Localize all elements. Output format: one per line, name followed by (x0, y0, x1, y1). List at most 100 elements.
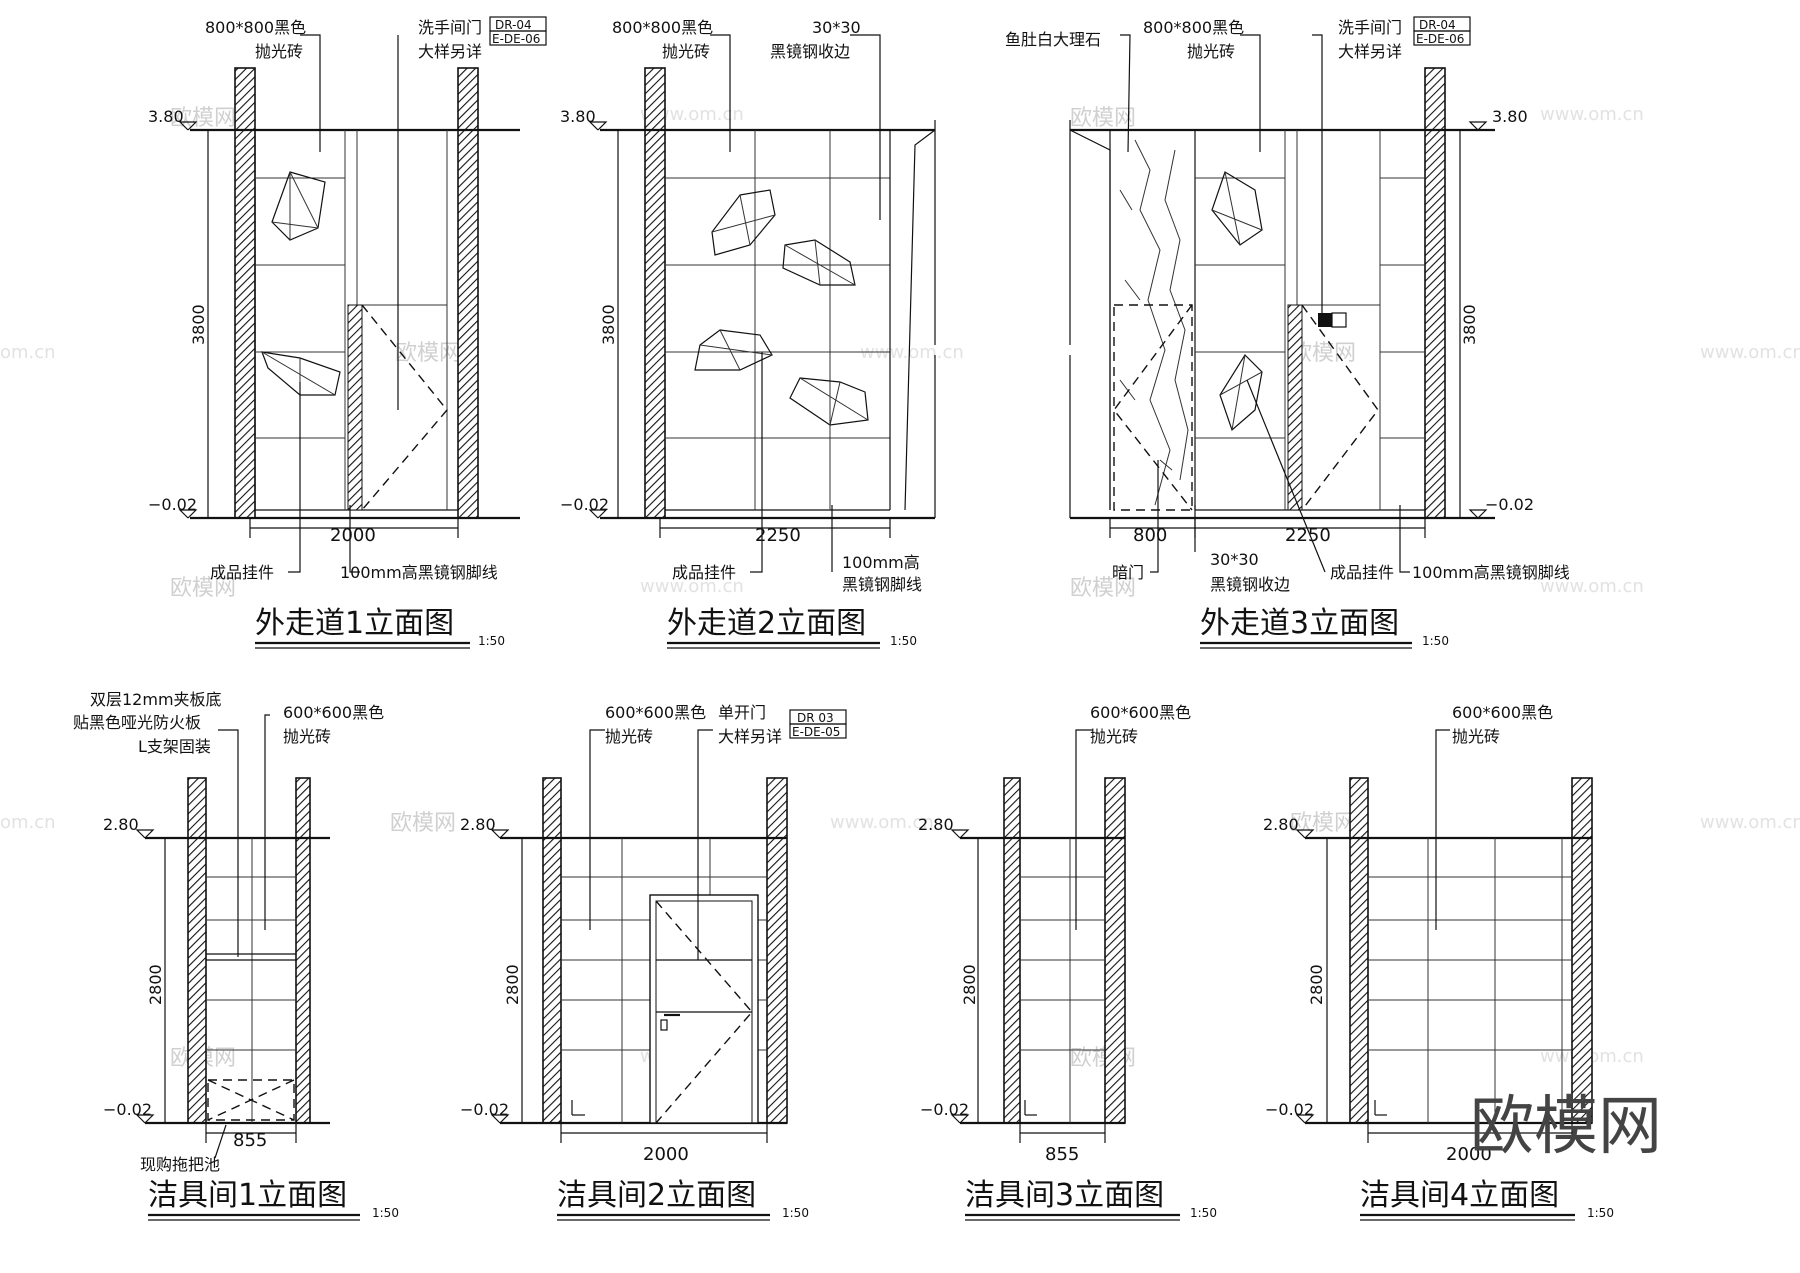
label-marble: 鱼肚白大理石 (1005, 30, 1101, 49)
level-floor: −0.02 (1265, 1100, 1314, 1119)
label-pendant: 成品挂件 (210, 563, 274, 582)
brand-logo: 欧模网 (1470, 1090, 1662, 1164)
detail-tag-text: DR-04 (495, 18, 532, 32)
drawing-scale: 1:50 (1190, 1206, 1217, 1220)
watermark-url: www.om.cn (640, 576, 744, 597)
watermark-brand: 欧模网 (1070, 106, 1136, 131)
label-tile: 800*800黑色 (205, 18, 306, 37)
label-tile: 抛光砖 (1187, 42, 1235, 61)
watermark-url: www.om.cn (640, 104, 744, 125)
wall-section (1003, 777, 1021, 1124)
label-door: 大样另详 (418, 42, 482, 61)
dim-height: 3800 (599, 304, 618, 345)
level-top: 2.80 (103, 815, 139, 834)
watermark-url: www.om.cn (830, 812, 934, 833)
elevation-corridor-1 (178, 34, 520, 573)
label-tile: 抛光砖 (1090, 727, 1138, 746)
elevation-janitor-2 (490, 729, 788, 1143)
drawing-scale: 1:50 (478, 634, 505, 648)
drawing-scale: 1:50 (372, 1206, 399, 1220)
drawing-title: 洁具间4立面图 (1360, 1178, 1559, 1213)
label-hidden-door: 暗门 (1112, 563, 1144, 582)
watermark-url: www.om.cn (1540, 576, 1644, 597)
watermark-brand: 欧模网 (1070, 576, 1136, 601)
label-skirting: 100mm高黑镜钢脚线 (340, 563, 498, 582)
label-tile: 抛光砖 (662, 42, 710, 61)
label-tile: 800*800黑色 (612, 18, 713, 37)
label-tile: 抛光砖 (1452, 727, 1500, 746)
watermark-brand: 欧模网 (395, 341, 461, 366)
wall-section (234, 67, 256, 519)
level-floor: −0.02 (560, 495, 609, 514)
watermark-url: www.om.cn (1540, 104, 1644, 125)
label-skirting: 100mm高 (842, 553, 920, 572)
dim-width: 2000 (643, 1144, 689, 1165)
label-steel: 黑镜钢收边 (1210, 575, 1290, 594)
wall-section (295, 777, 311, 1124)
label-mop-sink: 现购拖把池 (140, 1155, 220, 1174)
drawing-title: 外走道3立面图 (1200, 606, 1399, 641)
label-board: 贴黑色哑光防火板 (73, 713, 201, 732)
wall-section (644, 67, 666, 519)
level-floor: −0.02 (148, 495, 197, 514)
dim-width: 2250 (1285, 525, 1331, 546)
level-top: 3.80 (1492, 107, 1528, 126)
drawing-title: 洁具间2立面图 (557, 1178, 756, 1213)
level-floor: −0.02 (103, 1100, 152, 1119)
wall-section (457, 67, 479, 519)
label-tile: 600*600黑色 (283, 703, 384, 722)
label-door: 大样另详 (1338, 42, 1402, 61)
dim-width: 800 (1133, 525, 1167, 546)
dim-height: 2800 (146, 964, 165, 1005)
level-top: 2.80 (1263, 815, 1299, 834)
label-tile: 抛光砖 (283, 727, 331, 746)
label-steel: 30*30 (1210, 550, 1259, 569)
label-tile: 600*600黑色 (1452, 703, 1553, 722)
level-top: 2.80 (460, 815, 496, 834)
level-floor: −0.02 (1485, 495, 1534, 514)
level-floor: −0.02 (920, 1100, 969, 1119)
wall-section (1349, 777, 1369, 1124)
dim-height: 3800 (1460, 304, 1479, 345)
wall-section (542, 777, 562, 1124)
watermark-url: www.om.cn (1700, 812, 1800, 833)
detail-tag-text: E-DE-06 (492, 32, 540, 46)
label-steel: 黑镜钢收边 (770, 42, 850, 61)
watermark-url: www.om.cn (1700, 342, 1800, 363)
dim-width: 2250 (755, 525, 801, 546)
label-tile: 抛光砖 (255, 42, 303, 61)
wall-section (187, 777, 207, 1124)
elevation-janitor-4 (1295, 729, 1593, 1143)
drawing-title: 外走道2立面图 (667, 606, 866, 641)
drawing-scale: 1:50 (782, 1206, 809, 1220)
watermark-brand: 欧模网 (390, 811, 456, 836)
label-door: 洗手间门 (1338, 18, 1402, 37)
watermark-brand: 欧模网 (170, 576, 236, 601)
dim-width: 855 (1045, 1144, 1079, 1165)
label-skirting: 黑镜钢脚线 (842, 575, 922, 594)
label-door: 洗手间门 (418, 18, 482, 37)
detail-tag-text: DR-04 (1419, 18, 1456, 32)
level-floor: −0.02 (460, 1100, 509, 1119)
label-tile: 抛光砖 (605, 727, 653, 746)
label-single-door: 单开门 (718, 703, 766, 722)
dim-height: 2800 (503, 964, 522, 1005)
label-tile: 600*600黑色 (1090, 703, 1191, 722)
dim-width: 2000 (1446, 1144, 1492, 1165)
drawing-title: 外走道1立面图 (255, 606, 454, 641)
detail-tag (1413, 30, 1471, 46)
watermark-url: om.cn (0, 342, 56, 363)
label-single-door: 大样另详 (718, 727, 782, 746)
watermark-brand: 欧模网 (1290, 811, 1356, 836)
elevation-janitor-3 (950, 729, 1126, 1143)
level-top: 2.80 (918, 815, 954, 834)
watermark-url: www.om.cn (860, 342, 964, 363)
detail-tag (489, 30, 547, 46)
drawing-title: 洁具间3立面图 (965, 1178, 1164, 1213)
elevation-janitor-1 (135, 714, 330, 1159)
drawing-scale: 1:50 (1422, 634, 1449, 648)
dim-width: 855 (233, 1130, 267, 1151)
watermark-brand: 欧模网 (170, 106, 236, 131)
label-board: L支架固装 (138, 737, 211, 756)
